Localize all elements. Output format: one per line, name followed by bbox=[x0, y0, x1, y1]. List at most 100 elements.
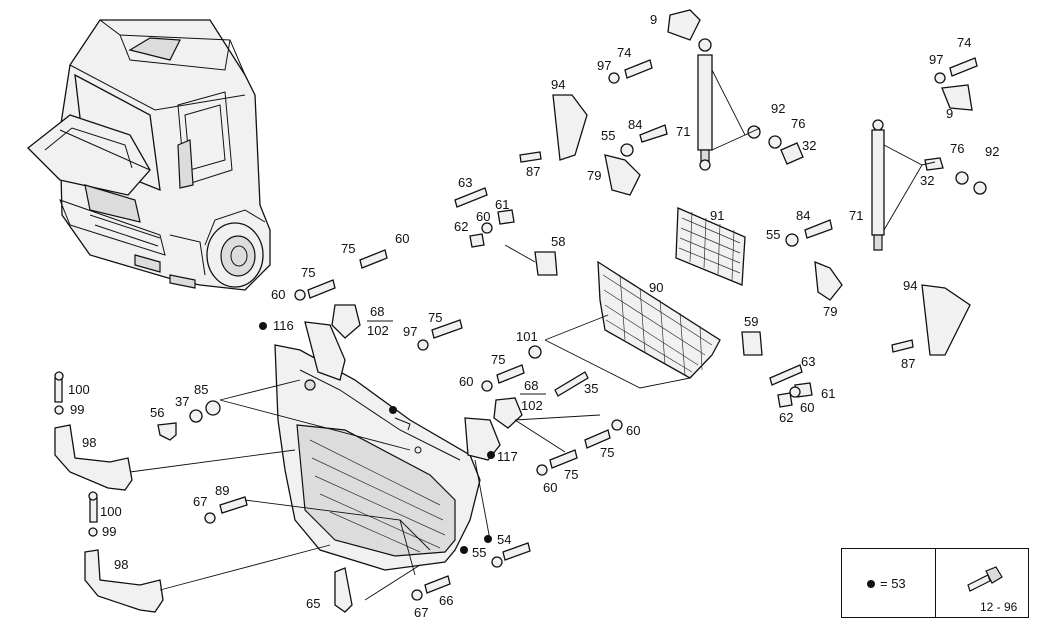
part-label-p84b: 84 bbox=[796, 208, 810, 223]
part-label-p92a: 92 bbox=[771, 101, 785, 116]
part-label-p97c: 97 bbox=[403, 324, 417, 339]
part-label-p71a: 71 bbox=[676, 124, 690, 139]
part-label-p37: 37 bbox=[175, 394, 189, 409]
part-label-p56: 56 bbox=[150, 405, 164, 420]
part-label-p74b: 74 bbox=[957, 35, 971, 50]
part-label-p55c: 55 bbox=[472, 545, 486, 560]
hinge-plate-116 bbox=[304, 321, 346, 381]
part-label-p89: 89 bbox=[215, 483, 229, 498]
part-label-p91: 91 bbox=[710, 208, 724, 223]
part-label-p102a: 102 bbox=[367, 323, 389, 338]
clip-59 bbox=[741, 331, 763, 356]
part-label-p60f: 60 bbox=[626, 423, 640, 438]
part-label-p35: 35 bbox=[584, 381, 598, 396]
part-label-p92b: 92 bbox=[985, 144, 999, 159]
legend-box: = 53 12 - 96 bbox=[841, 548, 1029, 618]
drawing-code: 12 - 96 bbox=[980, 600, 1018, 614]
part-label-p97a: 97 bbox=[597, 58, 611, 73]
part-label-p116: 116 bbox=[273, 318, 294, 333]
part-label-p75c: 75 bbox=[428, 310, 442, 325]
part-label-p60c: 60 bbox=[271, 287, 285, 302]
front-panel-grille bbox=[274, 344, 481, 571]
truck-cab-illustration bbox=[27, 19, 271, 291]
part-label-p94b: 94 bbox=[903, 278, 917, 293]
legend-dot-meaning: = 53 bbox=[880, 576, 906, 591]
legend-dot-icon bbox=[867, 580, 875, 588]
part-label-p62b: 62 bbox=[779, 410, 793, 425]
part-label-p54: 54 bbox=[497, 532, 511, 547]
part-label-p94a: 94 bbox=[551, 77, 565, 92]
part-label-p87b: 87 bbox=[901, 356, 915, 371]
part-label-p75f: 75 bbox=[564, 467, 578, 482]
part-label-p90: 90 bbox=[649, 280, 663, 295]
part-label-p75b: 75 bbox=[301, 265, 315, 280]
part-label-p60b: 60 bbox=[395, 231, 409, 246]
part-label-p75d: 75 bbox=[491, 352, 505, 367]
part-label-p98a: 98 bbox=[82, 435, 96, 450]
bracket-79-left bbox=[604, 154, 641, 196]
bracket-94-right bbox=[921, 284, 971, 356]
part-label-p79b: 79 bbox=[823, 304, 837, 319]
handle-98-top bbox=[54, 424, 133, 491]
part-label-p100b: 100 bbox=[100, 504, 122, 519]
part-label-p98b: 98 bbox=[114, 557, 128, 572]
part-label-p102b: 102 bbox=[521, 398, 543, 413]
part-label-p60e: 60 bbox=[800, 400, 814, 415]
latch-68-102-center bbox=[493, 397, 523, 429]
gas-strut-71-left bbox=[697, 38, 713, 171]
part-label-p58: 58 bbox=[551, 234, 565, 249]
part-label-p32a: 32 bbox=[802, 138, 816, 153]
bracket-94-left bbox=[552, 94, 588, 161]
part-label-p9b: 9 bbox=[946, 106, 953, 121]
hinge-9-right bbox=[941, 84, 973, 111]
part-label-p59: 59 bbox=[744, 314, 758, 329]
part-label-p87a: 87 bbox=[526, 164, 540, 179]
part-label-p60g: 60 bbox=[543, 480, 557, 495]
part-label-p76a: 76 bbox=[791, 116, 805, 131]
part-label-p68b: 68 bbox=[524, 378, 538, 393]
gas-strut-71-right bbox=[871, 119, 885, 251]
part-label-p66: 66 bbox=[439, 593, 453, 608]
part-label-p63b: 63 bbox=[801, 354, 815, 369]
part-label-p61a: 61 bbox=[495, 197, 509, 212]
part-label-p62a: 62 bbox=[454, 219, 468, 234]
latch-68-102-left bbox=[331, 304, 361, 339]
handle-98-bottom bbox=[84, 549, 164, 613]
part-label-p61b: 61 bbox=[821, 386, 835, 401]
part-label-p85: 85 bbox=[194, 382, 208, 397]
part-label-p68a: 68 bbox=[370, 304, 384, 319]
part-label-p100a: 100 bbox=[68, 382, 90, 397]
part-label-p99b: 99 bbox=[102, 524, 116, 539]
part-label-p99a: 99 bbox=[70, 402, 84, 417]
part-number-labels: 9 97 74 94 87 55 84 71 79 92 76 32 97 74 9 76 92 32 71 84 55… bbox=[68, 12, 999, 620]
part-label-p76b: 76 bbox=[950, 141, 964, 156]
leader-lines bbox=[129, 69, 936, 601]
mesh-panel-91 bbox=[675, 207, 746, 286]
part-label-p63a: 63 bbox=[458, 175, 472, 190]
bolt-icon bbox=[967, 566, 1003, 592]
part-label-p60a: 60 bbox=[476, 209, 490, 224]
part-label-p32b: 32 bbox=[920, 173, 934, 188]
legend-divider bbox=[935, 549, 936, 617]
part-label-p97b: 97 bbox=[929, 52, 943, 67]
part-label-p60d: 60 bbox=[459, 374, 473, 389]
part-label-p67b: 67 bbox=[414, 605, 428, 620]
part-label-p79a: 79 bbox=[587, 168, 601, 183]
dot-markers bbox=[259, 322, 495, 554]
part-label-p75a: 75 bbox=[341, 241, 355, 256]
part-label-p65: 65 bbox=[306, 596, 320, 611]
part-label-p75e: 75 bbox=[600, 445, 614, 460]
part-label-p71b: 71 bbox=[849, 208, 863, 223]
radiator-grille-90 bbox=[597, 260, 721, 379]
part-label-p101: 101 bbox=[516, 329, 538, 344]
part-label-p55a: 55 bbox=[601, 128, 615, 143]
part-label-p84a: 84 bbox=[628, 117, 642, 132]
clip-58 bbox=[534, 251, 558, 276]
part-label-p117: 117 bbox=[497, 449, 518, 464]
part-label-p67a: 67 bbox=[193, 494, 207, 509]
part-label-p74a: 74 bbox=[617, 45, 631, 60]
bracket-79-right bbox=[814, 260, 843, 301]
part-label-p9a: 9 bbox=[650, 12, 657, 27]
